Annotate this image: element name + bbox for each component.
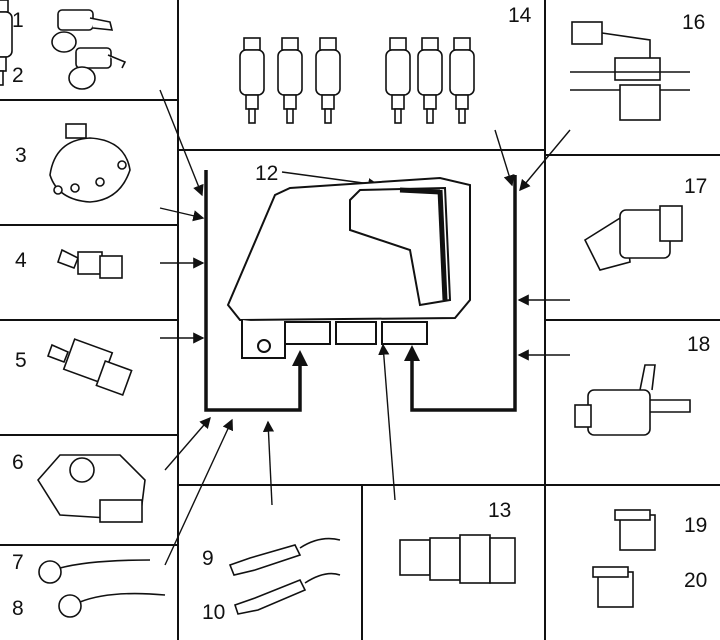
- label-16: 16: [682, 11, 706, 34]
- label-1: 1: [12, 9, 24, 32]
- ecu-wiring-bracket: [204, 170, 517, 412]
- label-4: 4: [15, 249, 27, 272]
- label-10: 10: [202, 601, 226, 624]
- label-12: 12: [255, 162, 279, 185]
- label-8: 8: [12, 597, 24, 620]
- label-17: 17: [684, 175, 708, 198]
- coolant-sensor: [46, 338, 133, 397]
- label-7: 7: [12, 551, 24, 574]
- label-6: 6: [12, 451, 24, 474]
- relay-block: [399, 534, 516, 584]
- temperature-sensor: [56, 248, 123, 279]
- label-2: 2: [12, 64, 24, 87]
- label-3: 3: [15, 144, 27, 167]
- label-14: 14: [508, 4, 532, 27]
- connection-arrows: [159, 89, 571, 566]
- label-9: 9: [202, 547, 214, 570]
- label-13: 13: [488, 499, 512, 522]
- knock-sensors: [38, 559, 166, 618]
- fuel-injectors: [0, 0, 475, 124]
- label-20: 20: [684, 569, 708, 592]
- oxygen-sensors: [228, 537, 341, 615]
- label-18: 18: [687, 333, 711, 356]
- idle-control-valve: [583, 205, 683, 271]
- relays: [592, 509, 656, 608]
- purge-valve: [574, 364, 691, 436]
- ecu-unit: [226, 176, 471, 359]
- label-19: 19: [684, 514, 708, 537]
- label-5: 5: [15, 349, 27, 372]
- distributor: [49, 123, 131, 203]
- ignition-coil: [570, 21, 690, 121]
- speed-sensors: [51, 9, 127, 90]
- throttle-position-sensor: [37, 454, 146, 523]
